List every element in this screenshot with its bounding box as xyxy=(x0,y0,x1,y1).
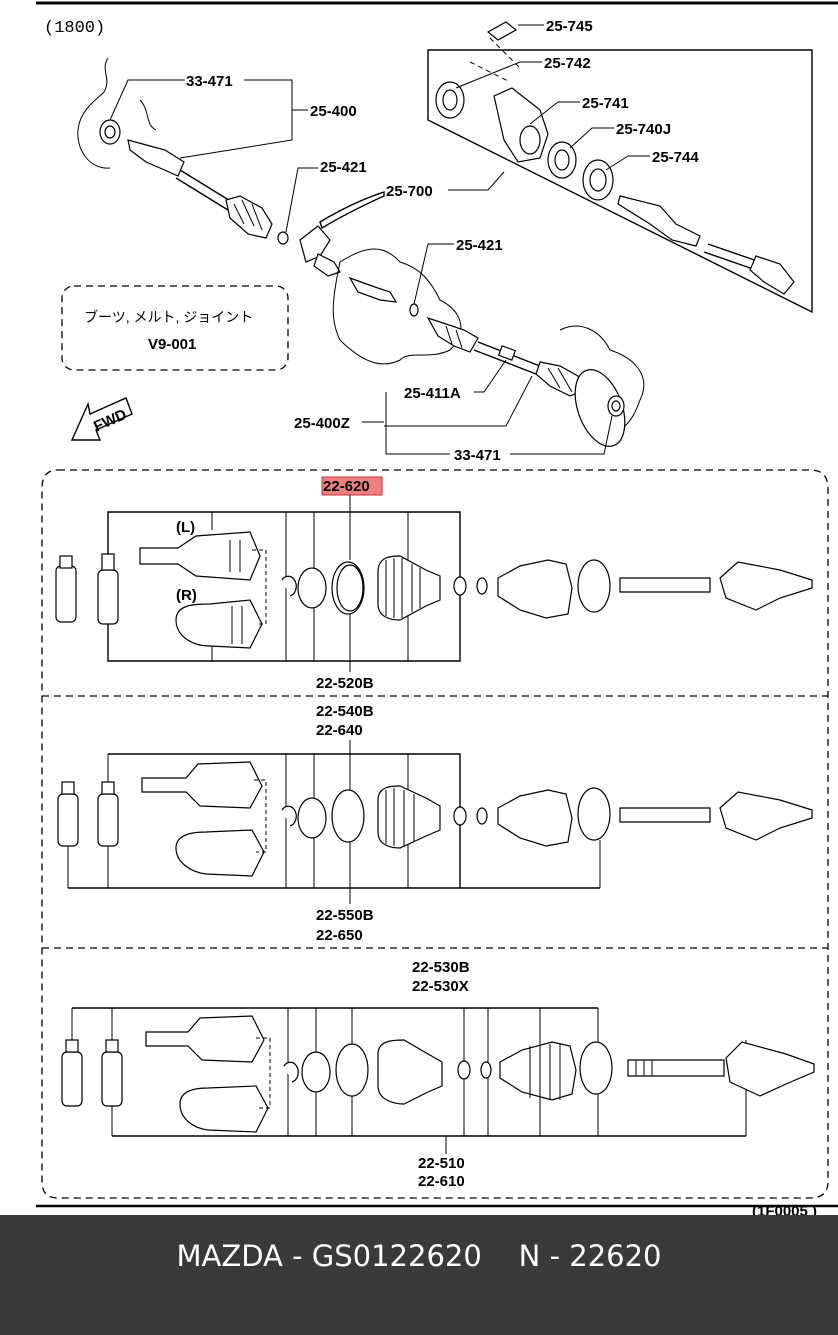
callout-25-411A: 25-411A xyxy=(404,385,461,402)
callout-33-471-bottom: 33-471 xyxy=(454,447,501,464)
boots-note-code: V9-001 xyxy=(148,336,196,353)
boot-band-outer xyxy=(577,559,611,613)
footer-bar: MAZDA - GS0122620 N - 22620 xyxy=(0,1215,838,1335)
grease-tube xyxy=(101,1051,123,1107)
leader-25-700 xyxy=(319,191,385,230)
inner-joint-l xyxy=(139,531,261,581)
panel2-bottom-part-2: 22-650 xyxy=(316,927,363,944)
circlip xyxy=(283,1061,299,1083)
clamp-small xyxy=(297,567,327,609)
panel-2: 22-540B 22-640 22-550B 22-650 xyxy=(57,703,813,944)
part-number-caption: MAZDA - GS0122620 N - 22620 xyxy=(176,1239,662,1273)
callout-25-741: 25-741 xyxy=(582,95,629,112)
inner-joint-r xyxy=(175,829,265,877)
panel3-bottom-part-2: 22-610 xyxy=(418,1173,465,1190)
damper-25-411A xyxy=(497,345,517,361)
grease-tube xyxy=(57,793,79,847)
right-tag: (R) xyxy=(176,587,197,604)
callout-25-745: 25-745 xyxy=(546,18,593,35)
callout-25-744: 25-744 xyxy=(652,149,699,166)
grease-tube xyxy=(61,1051,83,1107)
left-tag: (L) xyxy=(176,519,195,536)
group-code: (1800) xyxy=(44,19,105,38)
inner-joint-l xyxy=(145,1015,265,1063)
outer-boot xyxy=(499,1041,577,1101)
inner-boot xyxy=(377,555,441,621)
callout-25-740J: 25-740J xyxy=(616,121,671,138)
right-driveshaft-assembly xyxy=(426,316,645,447)
inner-joint-l xyxy=(141,761,263,809)
circlip xyxy=(281,575,297,597)
panel2-top-part-2: 22-640 xyxy=(316,722,363,739)
panel3-top-part-1: 22-530B xyxy=(412,959,470,976)
inner-joint-r xyxy=(175,599,263,649)
panel2-bottom-part-1: 22-550B xyxy=(316,907,374,924)
shaft xyxy=(619,577,711,593)
fwd-arrow-icon: FWD xyxy=(70,397,133,441)
outer-cv-joint xyxy=(725,1041,815,1097)
callout-33-471-top: 33-471 xyxy=(186,73,233,90)
panel-1: 22-620 22-520B (L) (R) xyxy=(55,476,813,692)
corner-note: (1F0005 ) xyxy=(752,1203,817,1215)
transmission-outline xyxy=(332,248,462,365)
band-clip xyxy=(453,576,467,596)
callout-25-421-a: 25-421 xyxy=(320,159,367,176)
left-driveshaft-assembly xyxy=(77,57,341,277)
inner-joint-r xyxy=(179,1085,269,1133)
snap-ring-25-421 xyxy=(277,231,289,245)
panel-3: 22-530B 22-530X 22-510 22-610 xyxy=(61,959,815,1190)
callout-25-400Z: 25-400Z xyxy=(294,415,350,432)
shaft xyxy=(627,1059,725,1077)
inner-boot xyxy=(377,1039,443,1105)
differential-joint xyxy=(299,225,331,263)
boots-note-box xyxy=(61,285,289,371)
grease-tube xyxy=(97,569,119,625)
outer-boot xyxy=(497,789,573,847)
upper-callouts: 33-471 25-400 25-421 25-700 25-421 25-41… xyxy=(109,18,699,464)
grease-tube xyxy=(55,565,77,623)
boot-band xyxy=(331,789,365,843)
panel1-bottom-part: 22-520B xyxy=(316,675,374,692)
support-bearing-box xyxy=(427,49,813,314)
callout-25-742: 25-742 xyxy=(544,55,591,72)
inner-boot xyxy=(225,195,273,239)
bolt-25-745 xyxy=(486,21,518,41)
kit-parts-area xyxy=(41,469,829,1199)
circlip xyxy=(281,805,297,827)
outer-boot xyxy=(497,559,573,619)
outer-cv-joint xyxy=(719,791,813,841)
bracket-25-741 xyxy=(493,87,549,163)
panel1-highlighted-part: 22-620 xyxy=(323,478,370,495)
panel3-bottom-part-1: 22-510 xyxy=(418,1155,465,1172)
grease-tube xyxy=(97,793,119,847)
snap-ring-25-421-b xyxy=(409,303,419,317)
highlight-box xyxy=(321,476,383,496)
outer-cv-joint xyxy=(719,561,813,611)
shaft xyxy=(619,807,711,823)
callout-25-421-b: 25-421 xyxy=(456,237,503,254)
panel2-top-part-1: 22-540B xyxy=(316,703,374,720)
outer-cv-joint xyxy=(127,139,185,177)
boot-band xyxy=(335,1043,369,1097)
panel3-top-part-2: 22-530X xyxy=(412,978,469,995)
callout-25-700: 25-700 xyxy=(386,183,433,200)
intermediate-shaft xyxy=(348,276,419,317)
boots-note-jp: ブーツ, メルト, ジョイント xyxy=(84,309,253,325)
parts-diagram: (1800) xyxy=(36,1,838,1215)
inner-boot xyxy=(377,785,441,849)
callout-25-400: 25-400 xyxy=(310,103,357,120)
